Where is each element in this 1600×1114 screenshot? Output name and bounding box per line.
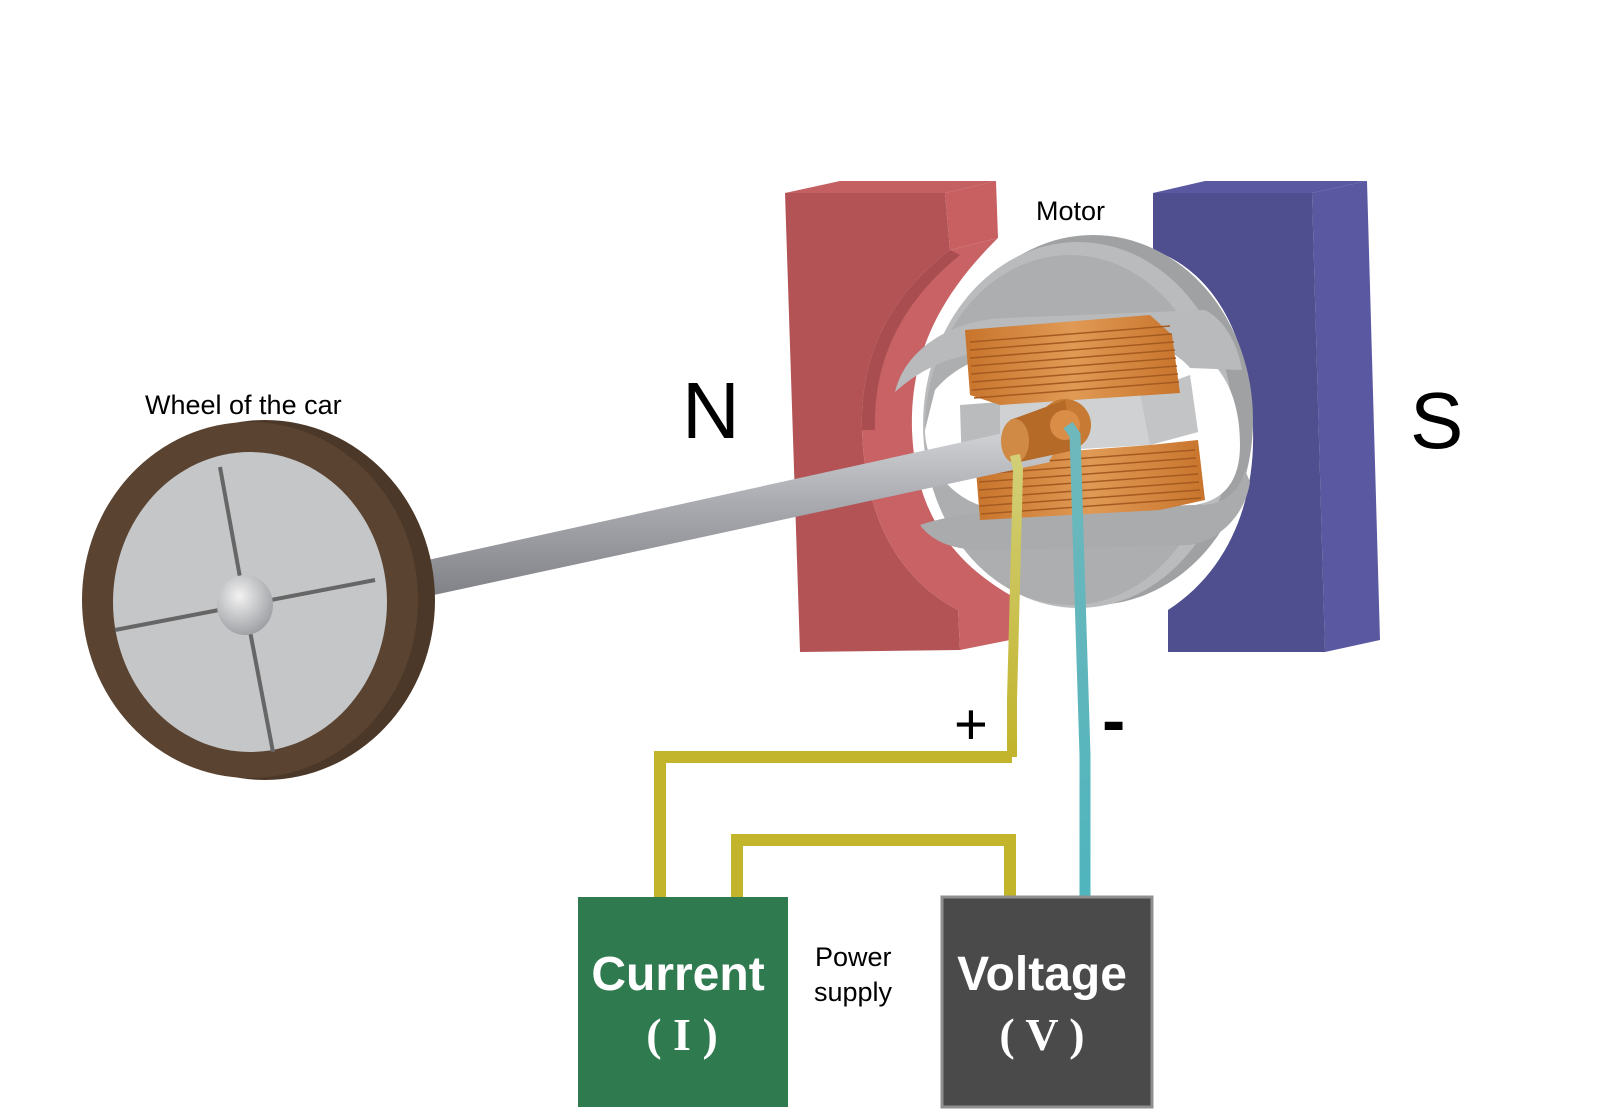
north-magnet	[785, 181, 1010, 652]
voltage-box-symbol: ( V )	[999, 1009, 1084, 1060]
motor-label: Motor	[1036, 196, 1105, 226]
south-magnet	[1153, 181, 1380, 652]
current-box-symbol: ( I )	[646, 1009, 718, 1060]
positive-terminal-label: +	[954, 692, 988, 757]
connecting-wire	[731, 834, 1016, 905]
north-pole-label: N	[682, 366, 740, 455]
power-supply-label-line1: Power	[815, 942, 892, 972]
current-box-title: Current	[591, 948, 764, 1001]
current-box: Current ( I )	[578, 897, 788, 1107]
voltage-box: Voltage ( V )	[940, 895, 1154, 1109]
negative-terminal-label: -	[1102, 681, 1125, 759]
south-pole-label: S	[1410, 376, 1463, 465]
negative-wire	[1063, 421, 1091, 905]
wheel-label: Wheel of the car	[145, 390, 342, 420]
power-supply-label-line2: supply	[814, 977, 893, 1007]
upper-coil	[965, 315, 1180, 405]
positive-wire	[654, 454, 1024, 905]
car-wheel	[82, 420, 435, 780]
voltage-box-title: Voltage	[957, 948, 1127, 1001]
